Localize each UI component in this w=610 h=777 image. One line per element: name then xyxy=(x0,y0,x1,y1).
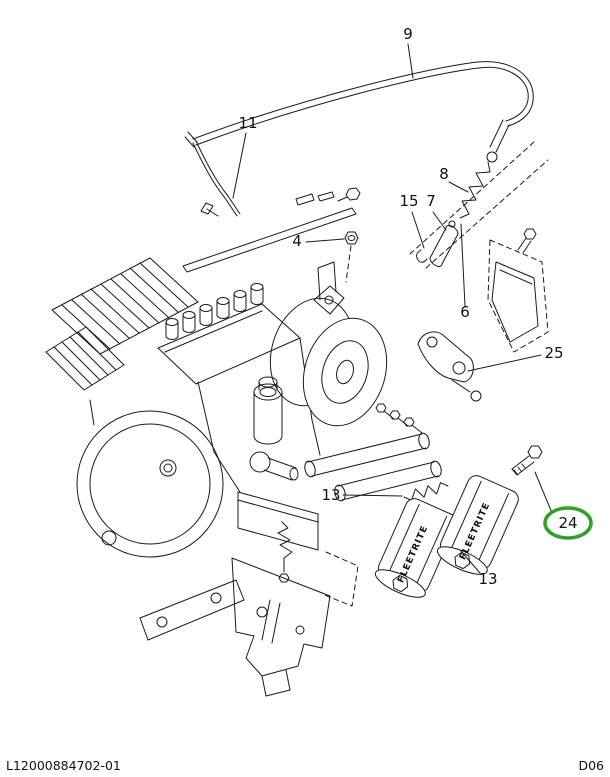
cable-connector xyxy=(429,220,459,267)
footer-page-code: D06 xyxy=(578,758,604,773)
coupling-spring xyxy=(403,482,449,501)
callout-9[interactable]: 9 xyxy=(403,25,413,43)
oil-filter-right: FLEETRITE xyxy=(436,475,519,575)
callout-25[interactable]: 25 xyxy=(544,344,563,362)
mounting-bolt xyxy=(511,445,543,476)
callout-24-leader xyxy=(534,471,553,514)
pump-housing xyxy=(269,285,388,427)
bracket-bolt-icon xyxy=(517,228,537,254)
callout-13a[interactable]: 13 xyxy=(321,486,340,504)
flywheel xyxy=(76,410,224,558)
callout-15-leader xyxy=(411,211,425,249)
highlight-circle-24 xyxy=(543,506,593,540)
callout-24[interactable]: 24 xyxy=(558,514,577,532)
callout-11[interactable]: 11 xyxy=(238,114,257,132)
callout-4[interactable]: 4 xyxy=(292,232,302,250)
return-spring xyxy=(459,151,498,219)
callout-9-leader xyxy=(407,43,414,79)
callout-7-leader xyxy=(432,211,447,231)
callout-15[interactable]: 15 xyxy=(399,192,418,210)
callout-labels: 9 11 8 15 7 4 6 25 13 13 24 xyxy=(238,25,593,588)
callout-8-leader xyxy=(448,181,469,193)
lower-bracket xyxy=(139,551,359,697)
retainer-clip xyxy=(416,249,428,263)
lever-bracket xyxy=(417,331,482,402)
mount-bracket xyxy=(491,261,539,343)
callout-leaders xyxy=(232,43,553,574)
flange-nut xyxy=(317,231,359,301)
callout-11-leader xyxy=(232,132,247,199)
callout-13b[interactable]: 13 xyxy=(478,570,497,588)
footer-part-code: L12000884702-01 xyxy=(6,758,121,773)
oil-filler xyxy=(249,376,299,481)
support-strip xyxy=(182,187,361,273)
callout-8[interactable]: 8 xyxy=(439,165,449,183)
mount-plate xyxy=(237,491,319,583)
oil-filter-left: FLEETRITE xyxy=(374,498,457,598)
dipstick-tube xyxy=(192,140,241,217)
callout-13a-leader xyxy=(342,494,403,497)
callout-4-leader xyxy=(305,238,345,243)
callout-6-leader xyxy=(460,223,466,307)
phantom-reference-lines xyxy=(409,141,549,353)
callout-7[interactable]: 7 xyxy=(426,192,436,210)
injector-caps xyxy=(165,283,264,340)
callout-6[interactable]: 6 xyxy=(460,303,470,321)
callout-13b-leader xyxy=(459,549,481,574)
cylinder-head-fins xyxy=(45,257,199,391)
filter-tubes xyxy=(304,432,442,502)
engine-block xyxy=(45,257,388,697)
throttle-cable xyxy=(184,61,534,153)
stud-row xyxy=(375,403,423,434)
callout-25-leader xyxy=(467,354,542,372)
